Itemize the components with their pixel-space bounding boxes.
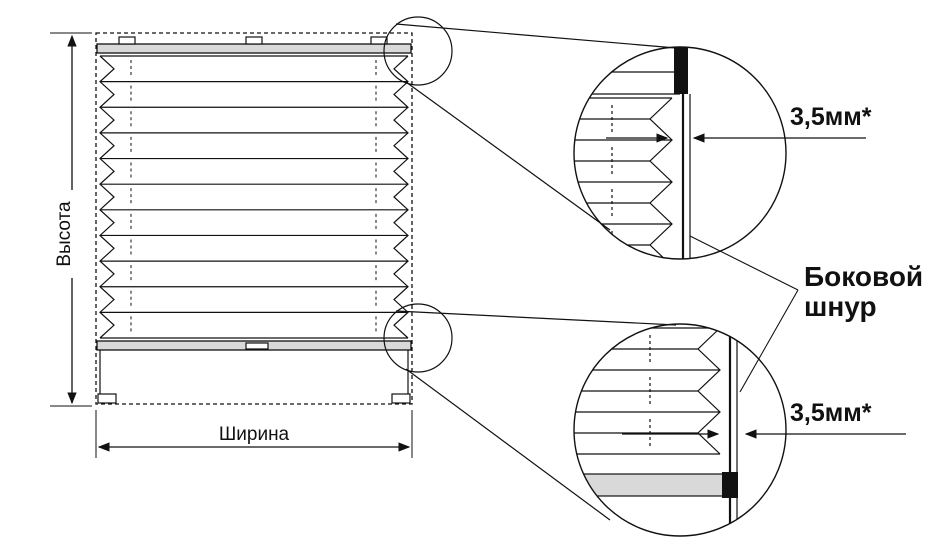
- lower-bracket: [97, 393, 117, 404]
- mounting-clip: [118, 36, 136, 45]
- height-dimension: Высота: [50, 32, 92, 407]
- side-cord-label-line2: шнур: [804, 291, 877, 322]
- pleat-zigzag-left: [99, 55, 115, 339]
- bottom-detail-zoom: [573, 323, 787, 537]
- zoom-indicators: [383, 16, 677, 521]
- blind-overview: [95, 32, 413, 405]
- gap-callout-top: 3,5мм*: [606, 103, 872, 143]
- mounting-clip: [370, 36, 388, 45]
- width-label: Ширина: [219, 424, 290, 445]
- side-cord-label-line1: Боковой: [804, 261, 923, 292]
- pleated-fabric: [99, 55, 409, 339]
- width-dimension: Ширина: [95, 410, 413, 458]
- gap-callout-bottom: 3,5мм*: [622, 399, 906, 439]
- gap-label-top: 3,5мм*: [790, 103, 872, 131]
- height-label: Высота: [54, 201, 75, 267]
- lower-bracket: [391, 393, 411, 404]
- bottom-handle: [245, 342, 269, 350]
- side-cord-callout: Боковой шнур: [689, 235, 923, 393]
- rail-end-cap: [674, 47, 688, 94]
- top-rail: [96, 43, 412, 54]
- top-detail-zoom: [573, 46, 787, 260]
- pleat-zigzag: [697, 327, 721, 455]
- rail-end-cap: [722, 472, 738, 498]
- pleat-zigzag-right: [393, 55, 409, 339]
- gap-label-bottom: 3,5мм*: [790, 399, 872, 427]
- mounting-clip: [245, 36, 263, 45]
